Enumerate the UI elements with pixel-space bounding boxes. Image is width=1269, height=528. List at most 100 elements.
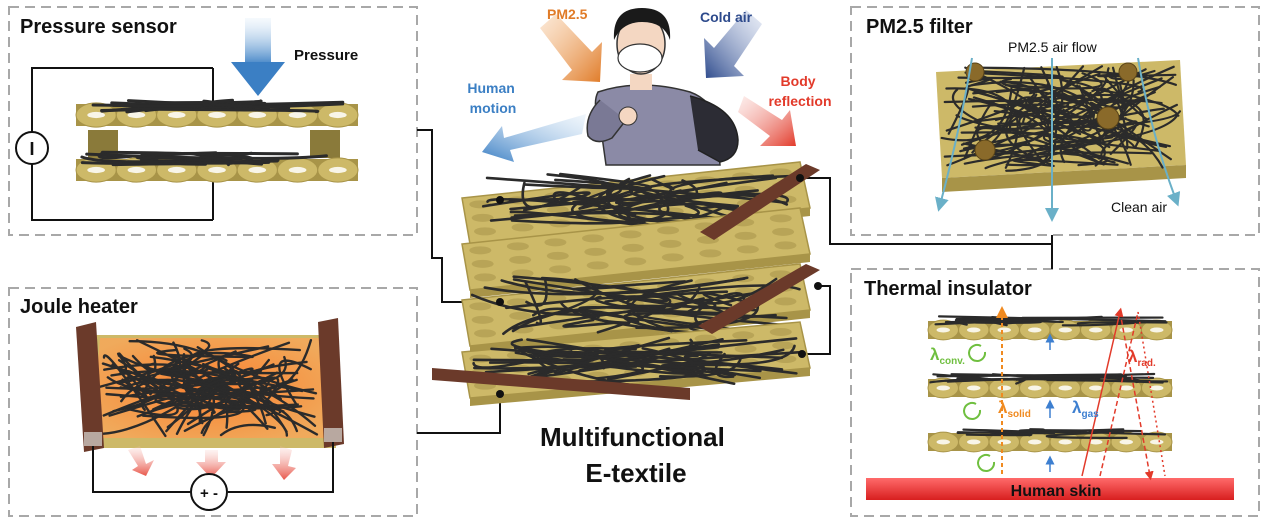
- stack-layer-pore: [587, 261, 609, 269]
- fabric-pore: [1089, 327, 1102, 332]
- stack-layer-pore: [474, 227, 496, 235]
- fabric-pore: [1120, 327, 1133, 332]
- stack-layer-pore: [624, 257, 646, 265]
- pm-particle: [1119, 63, 1137, 81]
- heater-electrode-left-tip: [84, 432, 102, 446]
- stack-layer-pore: [659, 240, 681, 248]
- lambda-rad-label: λrad.: [1128, 347, 1156, 369]
- stack-layer-pore: [772, 341, 794, 349]
- fabric-pore: [289, 112, 307, 118]
- human-motion-label: Human motion: [467, 80, 518, 116]
- fabric-pore: [208, 112, 226, 118]
- lambda-conv-label: λconv.: [930, 345, 965, 367]
- pm-particle: [1097, 107, 1119, 129]
- stack-layer-pore: [509, 312, 531, 320]
- junction-dot: [798, 350, 806, 358]
- fabric-pore: [1150, 385, 1163, 390]
- stack-layer-pore: [735, 232, 757, 240]
- junction-dot: [496, 298, 504, 306]
- stack-layer-pore: [474, 329, 496, 337]
- stack-layer-pore: [584, 248, 606, 256]
- pm-inflow-arrow: [540, 14, 602, 82]
- stack-layer-pore: [732, 331, 754, 339]
- lambda-solid-label: λsolid: [998, 398, 1031, 420]
- pressure-arrow-icon: [245, 18, 271, 66]
- stack-layer-pore: [772, 228, 794, 236]
- fabric-pore: [1059, 385, 1072, 390]
- lambda-gas-label: λgas: [1072, 398, 1099, 420]
- heater-electrode-right-tip: [324, 428, 342, 442]
- fabric-pore: [998, 385, 1011, 390]
- pressure-sensor-title: Pressure sensor: [20, 16, 177, 38]
- fabric-pore: [87, 112, 105, 118]
- fabric-pore: [1089, 385, 1102, 390]
- insulator-fabric-layers: [928, 316, 1172, 452]
- nanofiber: [474, 359, 593, 360]
- stack-layer-pore: [582, 234, 604, 242]
- stack-layer-pore: [509, 256, 531, 264]
- pressure-label: Pressure: [294, 47, 358, 64]
- junction-dot: [796, 174, 804, 182]
- convection-loop-icon: [969, 345, 985, 361]
- clean-air-label: Clean air: [1111, 199, 1167, 215]
- heat-arrow-left: [128, 446, 154, 476]
- fabric-pore: [937, 439, 950, 444]
- fabric-pore: [1028, 439, 1041, 444]
- stack-layer-pore: [657, 226, 679, 234]
- fabric-pore: [967, 439, 980, 444]
- fabric-pore: [248, 167, 266, 173]
- fabric-pore: [329, 167, 347, 173]
- body-reflection-label: Body reflection: [768, 73, 831, 109]
- fabric-pore: [329, 112, 347, 118]
- person-neck: [630, 74, 652, 90]
- stack-layer-pore: [770, 328, 792, 336]
- sensor-circuit-wire: [32, 68, 213, 220]
- stack-layer-pore: [472, 260, 494, 268]
- spacer-right: [310, 130, 340, 158]
- fabric-pore: [87, 167, 105, 173]
- fabric-pore: [168, 167, 186, 173]
- pm-filter-title: PM2.5 filter: [866, 16, 973, 38]
- stack-layer-pore: [620, 230, 642, 238]
- cold-air-label: Cold air: [700, 9, 753, 25]
- fabric-pore: [1028, 327, 1041, 332]
- fabric-pore: [289, 167, 307, 173]
- stack-layer-pore: [774, 241, 796, 249]
- fabric-pore: [168, 112, 186, 118]
- fabric-pore: [248, 112, 266, 118]
- fabric-pore: [937, 327, 950, 332]
- stack-layer-pore: [469, 246, 491, 254]
- stack-layer-pore: [512, 223, 534, 231]
- stack-layer-pore: [735, 345, 757, 353]
- fabric-pore: [1150, 327, 1163, 332]
- fabric-pore: [1120, 439, 1133, 444]
- face-mask-icon: [618, 44, 662, 72]
- convection-loop-icon: [964, 403, 980, 419]
- fabric-pore: [937, 385, 950, 390]
- stack-layer-pore: [472, 316, 494, 324]
- stack-layer-pore: [474, 273, 496, 281]
- fabric-pore: [998, 439, 1011, 444]
- stack-layer-pore: [469, 302, 491, 310]
- heat-arrow-right: [272, 446, 296, 480]
- joule-heater-panel: Joule heater + -: [20, 296, 344, 510]
- pm-filter-panel: PM2.5 filter PM2.5 air flow Clean air: [866, 16, 1186, 215]
- human-motion-arrow: [482, 114, 586, 162]
- human-skin-label: Human skin: [1011, 483, 1102, 500]
- stack-layer-pore: [699, 249, 721, 257]
- fabric-pore: [967, 385, 980, 390]
- sensor-fabric-bottom: [76, 152, 358, 182]
- fabric-pore: [967, 327, 980, 332]
- fabric-pore: [128, 167, 146, 173]
- stack-layer-pore: [770, 214, 792, 222]
- center-caption: Multifunctional E-textile: [540, 422, 732, 488]
- stack-layer-pore: [662, 253, 684, 261]
- pressure-sensor-panel: Pressure sensor Pressure I: [16, 16, 358, 220]
- fabric-pore: [1059, 439, 1072, 444]
- fabric-pore: [1150, 439, 1163, 444]
- pm-air-flow-label: PM2.5 air flow: [1008, 39, 1098, 55]
- junction-dot: [496, 390, 504, 398]
- convection-loops: [964, 345, 994, 471]
